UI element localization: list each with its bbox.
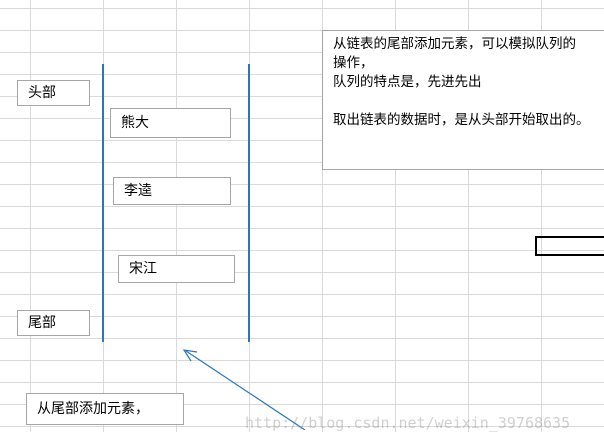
queue-item[interactable]: 熊大 — [110, 108, 231, 138]
queue-right-line — [248, 64, 250, 342]
head-label: 头部 — [17, 80, 90, 106]
note-line: 操作， — [333, 55, 374, 71]
queue-left-line — [102, 64, 104, 342]
explanation-note[interactable]: 从链表的尾部添加元素，可以模拟队列的 操作， 队列的特点是，先进先出 取出链表的… — [322, 30, 604, 170]
note-blank-line — [333, 92, 604, 111]
note-line: 从链表的尾部添加元素，可以模拟队列的 — [333, 36, 576, 52]
note-line: 取出链表的数据时，是从头部开始取出的。 — [333, 112, 590, 128]
queue-item[interactable]: 李逵 — [113, 177, 231, 205]
selected-cell[interactable] — [535, 236, 604, 256]
tail-label: 尾部 — [17, 310, 90, 336]
watermark-text: http://blog.csdn.net/weixin_39768635 — [245, 414, 571, 432]
add-from-tail-label: 从尾部添加元素， — [26, 393, 184, 425]
note-line: 队列的特点是，先进先出 — [333, 74, 482, 90]
queue-item[interactable]: 宋江 — [118, 255, 235, 283]
